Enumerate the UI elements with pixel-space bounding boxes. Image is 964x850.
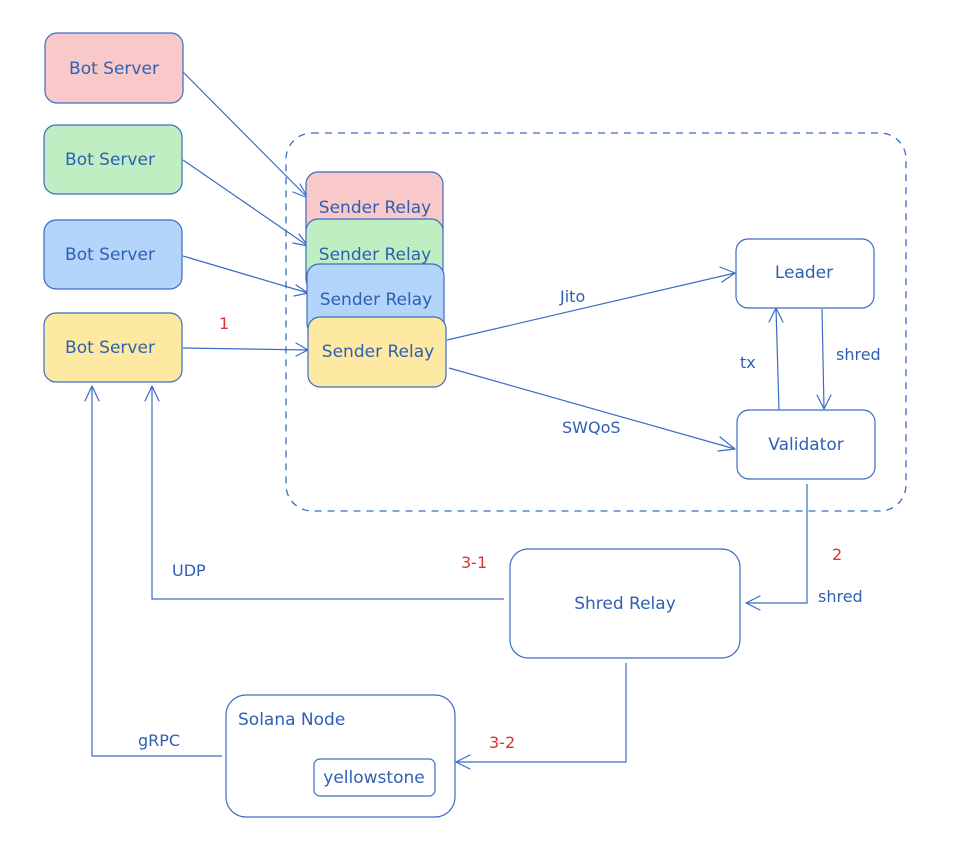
- validator-box: [736, 409, 876, 480]
- edge-validator-to-shred-relay: [746, 484, 808, 604]
- edge-bot2-to-relay2: [182, 159, 309, 247]
- leader-box: [735, 238, 875, 309]
- solana-node-label: Solana Node: [238, 710, 345, 730]
- edge-relay-to-validator: [448, 367, 736, 450]
- edge-validator-to-leader: [775, 307, 780, 411]
- sender-relay-label: Sender Relay: [319, 245, 431, 265]
- leader-label: Leader: [775, 263, 833, 283]
- edge-relay-to-leader: [446, 272, 736, 341]
- arrowhead: [144, 385, 160, 402]
- leader-node: Leader: [735, 238, 875, 309]
- bot-server-label: Bot Server: [65, 338, 155, 358]
- yellowstone-label: yellowstone: [323, 768, 424, 788]
- edge-bot1-to-relay1: [182, 71, 309, 199]
- shred-relay-label: Shred Relay: [574, 594, 676, 614]
- bot-server-green: Bot Server: [43, 124, 183, 195]
- bot-server-box: [44, 32, 184, 104]
- step-3-2-label: 3-2: [489, 733, 515, 752]
- swqos-label: SWQoS: [562, 418, 621, 437]
- arrowhead: [84, 385, 100, 402]
- arrowhead: [719, 266, 736, 283]
- step-3-1-label: 3-1: [461, 553, 487, 572]
- bot-server-pink: Bot Server: [44, 32, 184, 104]
- arrowhead: [455, 754, 471, 770]
- udp-label: UDP: [172, 561, 206, 580]
- bot-server-yellow: Bot Server: [43, 312, 183, 383]
- bot-server-box: [43, 124, 183, 195]
- validator-label: Validator: [768, 435, 843, 455]
- yellowstone-box: [313, 758, 436, 797]
- bot-server-box: [43, 312, 183, 383]
- edge-bot4-to-relay4: [182, 347, 309, 351]
- tx-label: tx: [740, 353, 756, 372]
- shred-label-validator: shred: [818, 587, 863, 606]
- sender-relay-box: [307, 316, 447, 388]
- bot-server-box: [43, 219, 183, 290]
- arrowhead: [816, 394, 832, 410]
- sender-relay-label: Sender Relay: [320, 290, 432, 310]
- sender-relay-yellow: Sender Relay: [307, 316, 447, 388]
- edge-bot3-to-relay3: [182, 255, 309, 294]
- bot-server-label: Bot Server: [65, 150, 155, 170]
- arrowhead: [717, 436, 736, 452]
- edge-leader-to-validator: [821, 308, 825, 410]
- edge-solana-node-to-bot-grpc: [91, 386, 222, 757]
- edge-shred-relay-to-bot-udp: [151, 386, 504, 600]
- jito-label: Jito: [559, 287, 585, 306]
- step-2-label: 2: [832, 545, 842, 564]
- shred-label-leader: shred: [836, 345, 881, 364]
- bot-server-label: Bot Server: [69, 59, 159, 79]
- relay-cluster-boundary: [285, 132, 907, 512]
- bot-server-blue: Bot Server: [43, 219, 183, 290]
- sender-relay-label: Sender Relay: [322, 342, 434, 362]
- solana-node: Solana Node yellowstone: [225, 694, 456, 818]
- validator-node: Validator: [736, 409, 876, 480]
- arrowhead: [745, 595, 761, 611]
- sender-relay-label: Sender Relay: [319, 198, 431, 218]
- step-1-label: 1: [219, 314, 229, 333]
- bot-server-label: Bot Server: [65, 245, 155, 265]
- shred-relay-box: [509, 548, 741, 659]
- grpc-label: gRPC: [138, 731, 180, 750]
- shred-relay-node: Shred Relay: [509, 548, 741, 659]
- edge-shred-relay-to-solana-node: [456, 663, 627, 763]
